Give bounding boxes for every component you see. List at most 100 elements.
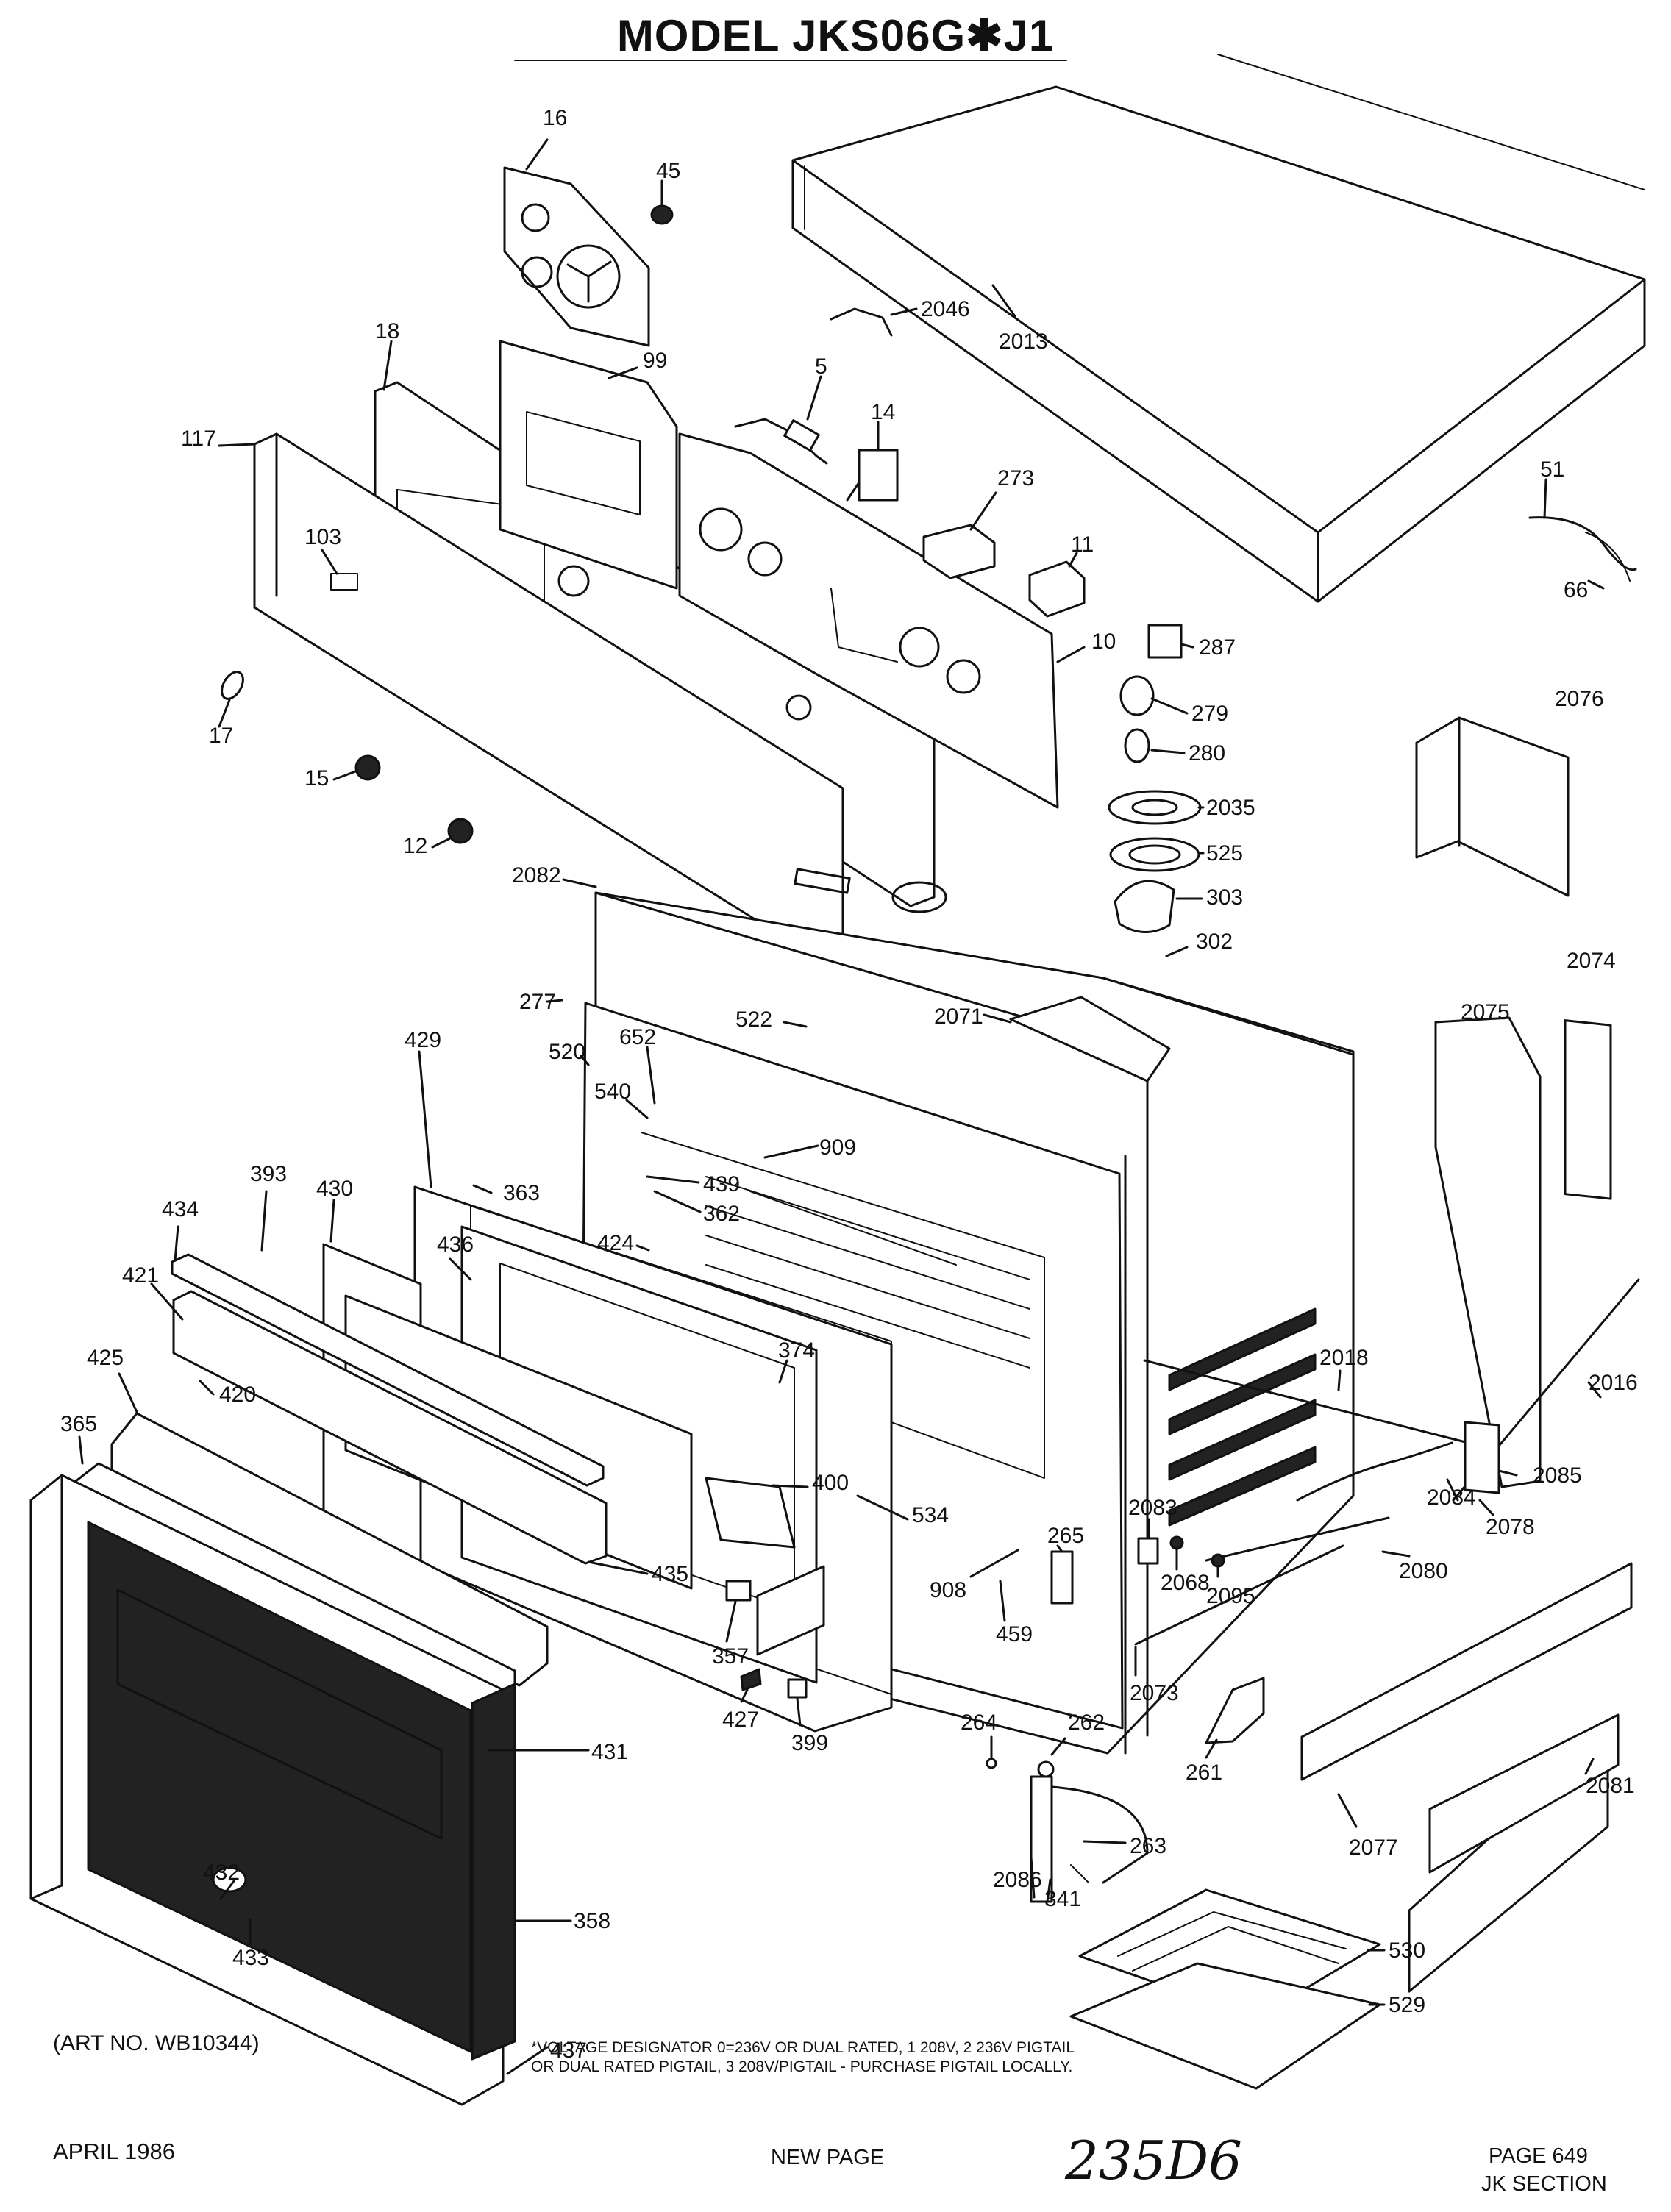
part-label: 273 [997, 466, 1034, 490]
part-label: 908 [930, 1578, 966, 1602]
part-label: 529 [1389, 1993, 1425, 2017]
part-label: 279 [1191, 702, 1228, 726]
part-label: 2078 [1486, 1515, 1535, 1539]
bracket-part-261 [1205, 1677, 1265, 1744]
terminal-block-part [922, 524, 996, 579]
part-label: 2016 [1589, 1371, 1638, 1395]
bar-part-2080 [1205, 1516, 1390, 1562]
part-label: 261 [1186, 1760, 1222, 1785]
sensor-part [1137, 1537, 1159, 1565]
lower-panel-part [1428, 1713, 1620, 1874]
part-label: 432 [203, 1860, 240, 1885]
bake-element-part [1030, 1775, 1149, 1903]
part-label: 5 [815, 354, 827, 379]
part-label: 362 [703, 1202, 740, 1226]
part-label: 435 [652, 1562, 688, 1586]
side-panel-part [1564, 1019, 1612, 1200]
part-label: 262 [1068, 1710, 1105, 1735]
part-label: 520 [549, 1040, 585, 1064]
part-label: 420 [219, 1382, 256, 1407]
handwritten-code: 235D6 [1065, 2130, 1242, 2191]
flue-duct-part [1009, 996, 1171, 1082]
part-label: 2046 [921, 297, 970, 321]
nut-part [1169, 1535, 1184, 1550]
part-label: 365 [60, 1412, 97, 1436]
part-label: 2073 [1130, 1681, 1179, 1705]
part-label: 2071 [934, 1005, 983, 1029]
footer-new-page: NEW PAGE [771, 2146, 885, 2169]
part-label: 437 [550, 2038, 587, 2063]
part-label: 2013 [999, 329, 1048, 354]
door-top-trim-434 [171, 1253, 605, 1487]
part-label: 393 [250, 1162, 287, 1186]
spring-part [1296, 1441, 1453, 1502]
timer-motor-part [846, 449, 899, 502]
part-label: 357 [712, 1644, 749, 1669]
part-label: 51 [1540, 457, 1564, 482]
bracket-part [830, 307, 893, 337]
bar-part-2073 [1134, 1544, 1344, 1646]
part-label: 303 [1206, 885, 1243, 910]
knob-part-12 [447, 818, 474, 844]
part-label: 2086 [993, 1868, 1042, 1892]
art-number: (ART NO. WB10344) [53, 2031, 260, 2055]
clip-part [740, 1668, 762, 1691]
part-label: 341 [1044, 1887, 1081, 1911]
top-cover-part [791, 54, 1646, 603]
part-label: 522 [735, 1007, 772, 1032]
part-label: 540 [594, 1080, 631, 1104]
part-label: 2077 [1349, 1835, 1398, 1860]
part-labels: 16 45 2046 2013 18 99 5 14 273 117 103 1… [60, 106, 1638, 2063]
bulb-part [221, 671, 244, 700]
spring-clip-part [725, 1580, 752, 1602]
screw-part-264 [986, 1758, 997, 1769]
part-label: 66 [1564, 578, 1588, 602]
part-label: 280 [1189, 741, 1225, 766]
part-label: 277 [519, 990, 556, 1014]
hinge-part [756, 1565, 825, 1656]
part-label: 431 [591, 1740, 628, 1764]
part-label: 399 [791, 1731, 828, 1755]
part-label: 2085 [1533, 1463, 1582, 1488]
part-label: 525 [1206, 841, 1243, 866]
part-label: 363 [503, 1181, 540, 1205]
heat-shield-part [1415, 716, 1570, 897]
part-label: 18 [375, 319, 399, 343]
part-label: 2083 [1128, 1496, 1177, 1520]
voltage-note: *VOLTAGE DESIGNATOR 0=236V OR DUAL RATED… [531, 2039, 1075, 2075]
part-label: 459 [996, 1622, 1033, 1646]
knob-part [650, 204, 674, 225]
leader-lines [78, 138, 1605, 2075]
part-label: 11 [1071, 532, 1094, 557]
lower-panel-part-2077 [1300, 1562, 1633, 1781]
part-label: 530 [1389, 1938, 1425, 1963]
side-trim-part [471, 1683, 516, 2061]
part-label: 358 [574, 1909, 610, 1933]
rod-part [1143, 1359, 1481, 1447]
part-label: 2018 [1319, 1346, 1369, 1370]
part-label: 45 [656, 159, 680, 183]
probe-wire-part [734, 418, 828, 465]
backer-panel-part [499, 340, 678, 590]
part-label: 429 [405, 1028, 441, 1052]
footer-page-number: PAGE 649 [1489, 2144, 1588, 2168]
part-label: 14 [871, 400, 895, 424]
part-label: 421 [122, 1263, 159, 1288]
screw-part [1211, 1553, 1225, 1568]
part-label: 652 [619, 1025, 656, 1049]
part-label: 434 [162, 1197, 199, 1221]
knob-part-15 [354, 754, 381, 781]
side-shield-part [1434, 1016, 1542, 1488]
part-label: 2081 [1586, 1774, 1635, 1798]
part-label: 2080 [1399, 1559, 1448, 1583]
part-label: 433 [232, 1946, 269, 1970]
door-top-trim-421 [172, 1290, 608, 1565]
part-label: 302 [1196, 930, 1233, 954]
broiler-pan-parts [1069, 1888, 1381, 2090]
part-label: 909 [819, 1135, 856, 1160]
part-label: 534 [912, 1503, 949, 1527]
hinge-receptacle-part [1050, 1550, 1074, 1605]
part-label: 2084 [1427, 1485, 1476, 1510]
